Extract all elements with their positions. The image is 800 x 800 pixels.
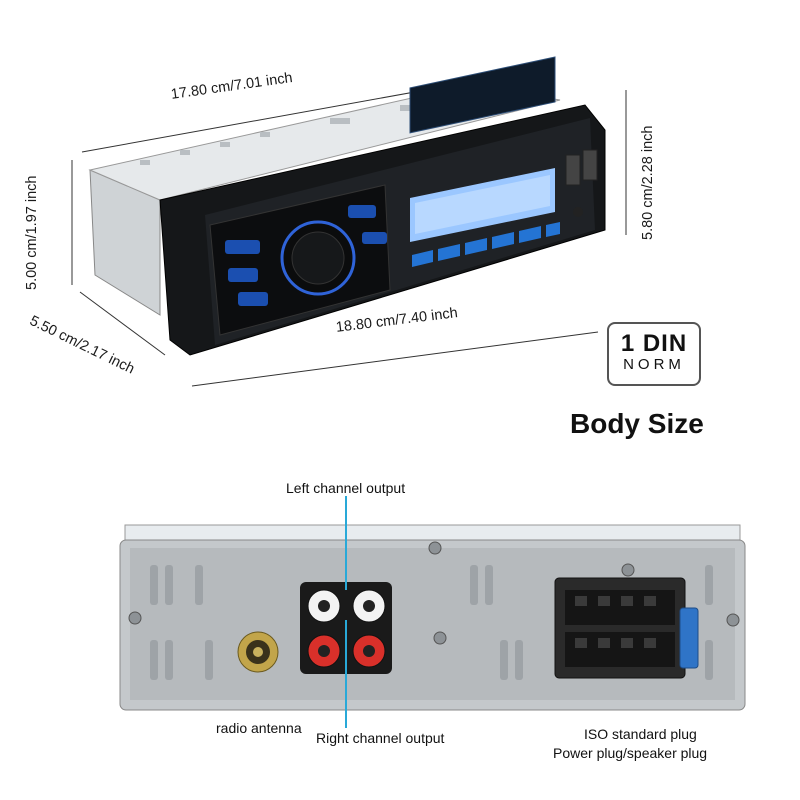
- iso-plug-label: ISO standard plug: [584, 726, 697, 742]
- din-badge-line2: NORM: [623, 356, 685, 373]
- antenna-socket: [237, 631, 279, 673]
- din-badge-line1: 1 DIN: [620, 330, 688, 357]
- right-channel-label: Right channel output: [316, 730, 445, 746]
- left-channel-label: Left channel output: [286, 480, 406, 496]
- din-badge: 1 DIN NORM: [607, 322, 701, 386]
- antenna-label: radio antenna: [216, 720, 302, 736]
- dimension-right-label: 5.80 cm/2.28 inch: [640, 125, 656, 240]
- dimension-left-label: 5.00 cm/1.97 inch: [24, 175, 40, 290]
- radio-front-unit: [88, 56, 606, 356]
- radio-rear-panel: [119, 496, 746, 728]
- dimension-lines: [71, 81, 627, 387]
- iso-connector: [554, 577, 699, 679]
- power-plug-label: Power plug/speaker plug: [553, 745, 708, 761]
- rca-jacks: [307, 589, 386, 668]
- body-size-heading: Body Size: [570, 408, 704, 439]
